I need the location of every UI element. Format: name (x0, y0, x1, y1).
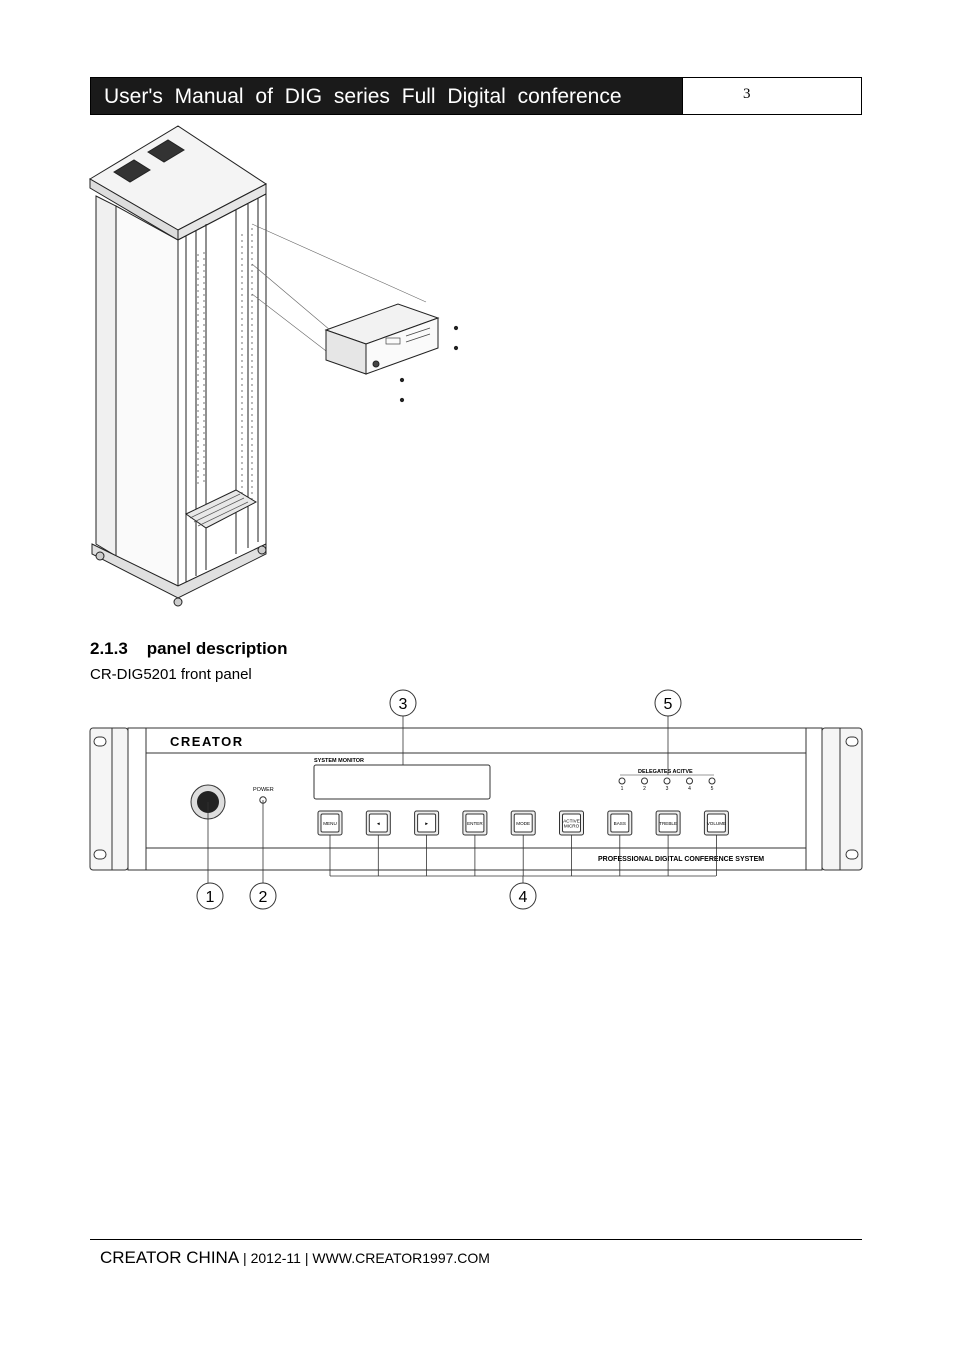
footer-separator: | (239, 1250, 251, 1266)
section-subheading: CR-DIG5201 front panel (90, 666, 252, 683)
callout-number: 3 (399, 696, 408, 713)
callout-circle (509, 882, 537, 910)
page-footer: CREATOR CHINA | 2012-11 | WWW.CREATOR199… (100, 1248, 490, 1268)
rack-cabinet-illustration (89, 125, 459, 607)
panel-button[interactable]: VOLUME (703, 810, 729, 836)
footer-website: WWW.CREATOR1997.COM (312, 1250, 490, 1266)
monitor-label: SYSTEM MONITOR (314, 758, 364, 764)
delegate-number: 4 (688, 786, 691, 792)
footer-company: CREATOR CHINA (100, 1248, 240, 1267)
panel-button[interactable]: MENU (317, 810, 343, 836)
callout-number: 2 (259, 889, 268, 906)
panel-button-label: VOLUME (707, 821, 726, 826)
delegate-led (663, 777, 671, 785)
section-heading: 2.1.3 panel description (90, 639, 288, 658)
panel-button-label: MICRO (564, 824, 580, 829)
header-title: User's Manual of DIG series Full Digital… (91, 78, 682, 114)
delegate-led (618, 777, 626, 785)
panel-button-label: MODE (516, 821, 530, 826)
delegate-number: 3 (666, 786, 669, 792)
panel-button-label: ► (424, 821, 429, 826)
delegate-number: 2 (643, 786, 646, 792)
panel-button[interactable]: MODE (510, 810, 536, 836)
panel-bottom-text: PROFESSIONAL DIGITAL CONFERENCE SYSTEM (598, 856, 764, 863)
panel-button[interactable]: ENTER (462, 810, 488, 836)
page-header: User's Manual of DIG series Full Digital… (90, 77, 862, 115)
panel-button[interactable]: BASS (607, 810, 633, 836)
front-panel-diagram: CREATOR POWER SYSTEM MONITOR DELEGATES A… (89, 689, 863, 910)
delegate-led (686, 777, 693, 785)
panel-button[interactable]: ◄ (365, 810, 391, 836)
footer-date: 2012-11 (250, 1250, 301, 1266)
callout-circle (249, 882, 277, 910)
callout-number: 4 (519, 889, 528, 906)
callout-circle (196, 882, 224, 910)
power-label: POWER (253, 787, 274, 793)
page-number: 3 (682, 78, 862, 114)
panel-button-label: ACTIVE (563, 819, 580, 824)
callout-circle (389, 689, 417, 717)
callout-circle (654, 689, 682, 717)
footer-divider (90, 1239, 862, 1240)
callout-number: 1 (206, 889, 215, 906)
delegate-number: 5 (711, 786, 714, 792)
panel-button-label: ENTER (467, 821, 483, 826)
panel-button-label: BASS (614, 821, 626, 826)
panel-button-label: MENU (323, 821, 337, 826)
delegates-label: DELEGATES ACITVE (638, 769, 693, 775)
delegate-number: 1 (621, 786, 624, 792)
panel-button[interactable]: TREBLE (655, 810, 681, 836)
callout-number: 5 (664, 696, 673, 713)
brand-logo: CREATOR (170, 734, 244, 749)
panel-button-label: ◄ (376, 821, 381, 826)
footer-separator: | (300, 1250, 313, 1266)
delegate-led (641, 777, 648, 785)
panel-button[interactable]: ► (414, 810, 440, 836)
delegate-led (708, 777, 716, 785)
panel-button-label: TREBLE (659, 821, 677, 826)
